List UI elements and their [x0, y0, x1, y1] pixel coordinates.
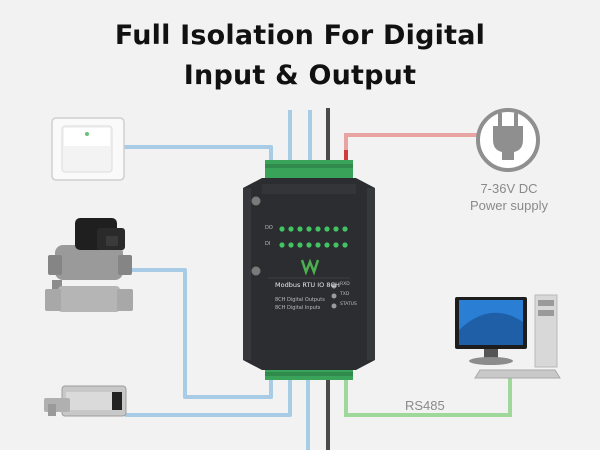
di-led-6 — [297, 242, 303, 248]
do-led-row — [279, 226, 348, 232]
computer-icon — [455, 294, 561, 379]
di-led-5 — [306, 242, 312, 248]
do-led-3 — [324, 226, 330, 232]
rxd-label: RXD — [340, 282, 350, 287]
do-led-2 — [333, 226, 339, 232]
di-row-label: DI — [265, 241, 271, 247]
waveshare-logo-icon — [300, 258, 320, 276]
device-model: Modbus RTU IO 8CH — [275, 281, 340, 289]
di-led-2 — [333, 242, 339, 248]
lock-wire — [125, 378, 292, 417]
light-switch-icon — [51, 117, 125, 181]
di-led-3 — [324, 242, 330, 248]
txd-led — [331, 293, 337, 299]
solenoid-valve-icon — [45, 218, 133, 312]
rs485-wire — [344, 370, 512, 417]
rxd-led — [331, 283, 337, 289]
do-led-7 — [288, 226, 294, 232]
power-text: Power supply — [469, 198, 549, 213]
power-supply-label: 7-36V DC Power supply — [444, 180, 574, 214]
di-led-7 — [288, 242, 294, 248]
io-module-device — [243, 160, 375, 380]
input-wires — [120, 110, 312, 417]
power-wires — [344, 133, 480, 160]
txd-label: TXD — [340, 292, 350, 297]
di-led-4 — [315, 242, 321, 248]
power-wire-red — [344, 133, 480, 160]
status-label: STATUS — [340, 302, 357, 307]
do-led-1 — [342, 226, 348, 232]
di-led-1 — [342, 242, 348, 248]
device-outputs-text: 8CH Digital Outputs — [275, 297, 325, 303]
title-line-1: Full Isolation For Digital — [114, 20, 486, 51]
do-led-4 — [315, 226, 321, 232]
switch-wire — [120, 145, 273, 160]
title-line-2: Input & Output — [183, 60, 417, 91]
di-led-row — [279, 242, 348, 248]
status-led — [331, 303, 337, 309]
do-led-6 — [297, 226, 303, 232]
do-led-5 — [306, 226, 312, 232]
power-voltage: 7-36V DC — [480, 181, 538, 196]
di-led-8 — [279, 242, 285, 248]
rs485-label: RS485 — [405, 398, 445, 413]
valve-wire — [125, 268, 273, 399]
solenoid-lock-icon — [44, 385, 127, 417]
device-inputs-text: 8CH Digital Inputs — [275, 305, 321, 311]
power-plug-icon — [476, 108, 540, 172]
bus-wires — [344, 370, 512, 417]
do-row-label: DO — [265, 225, 273, 231]
do-led-8 — [279, 226, 285, 232]
